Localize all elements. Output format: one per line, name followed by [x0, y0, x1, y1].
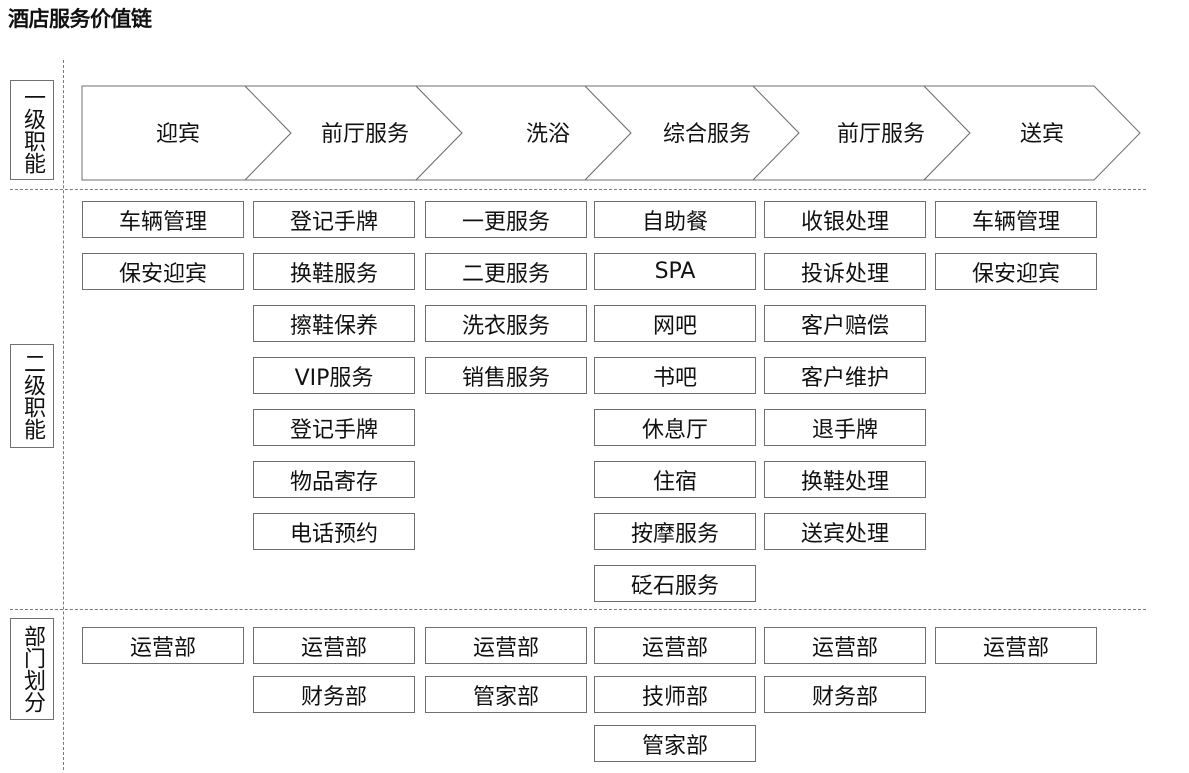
row-label-primary: 一级职能	[10, 80, 54, 180]
function-box-stage-2: 物品寄存	[253, 461, 415, 498]
function-box-stage-3: 销售服务	[425, 357, 587, 394]
function-box-stage-4: 自助餐	[594, 201, 756, 238]
function-box-stage-4: 砭石服务	[594, 565, 756, 602]
function-box-stage-3: 二更服务	[425, 253, 587, 290]
department-box-stage-4: 技师部	[594, 676, 756, 713]
function-box-stage-4: 住宿	[594, 461, 756, 498]
vertical-divider	[63, 60, 64, 770]
function-box-stage-6: 保安迎宾	[935, 253, 1097, 290]
department-box-stage-3: 运营部	[425, 627, 587, 664]
department-box-stage-6: 运营部	[935, 627, 1097, 664]
row-label-department-text: 部门划分	[20, 625, 45, 713]
department-box-stage-2: 财务部	[253, 676, 415, 713]
department-box-stage-1: 运营部	[82, 627, 244, 664]
department-box-stage-5: 财务部	[764, 676, 926, 713]
chevron-stage-label-1: 迎宾	[156, 122, 200, 147]
chevron-stage-label-3: 洗浴	[526, 122, 570, 147]
function-box-stage-2: 换鞋服务	[253, 253, 415, 290]
function-box-stage-1: 保安迎宾	[82, 253, 244, 290]
function-box-stage-6: 车辆管理	[935, 201, 1097, 238]
chevron-stage-6	[922, 85, 1141, 181]
department-box-stage-2: 运营部	[253, 627, 415, 664]
department-box-stage-4: 管家部	[594, 725, 756, 762]
function-box-stage-5: 客户维护	[764, 357, 926, 394]
chevron-stage-label-2: 前厅服务	[321, 122, 409, 147]
function-box-stage-3: 一更服务	[425, 201, 587, 238]
function-box-stage-2: 登记手牌	[253, 409, 415, 446]
function-box-stage-1: 车辆管理	[82, 201, 244, 238]
page-title: 酒店服务价值链	[8, 7, 152, 31]
function-box-stage-5: 送宾处理	[764, 513, 926, 550]
row-divider-1	[10, 189, 1146, 190]
function-box-stage-5: 客户赔偿	[764, 305, 926, 342]
row-label-secondary: 二级职能	[10, 344, 54, 448]
function-box-stage-2: 登记手牌	[253, 201, 415, 238]
row-label-department: 部门划分	[10, 618, 54, 720]
function-box-stage-2: 电话预约	[253, 513, 415, 550]
row-divider-2	[10, 609, 1146, 610]
function-box-stage-5: 退手牌	[764, 409, 926, 446]
function-box-stage-2: VIP服务	[253, 357, 415, 394]
function-box-stage-4: SPA	[594, 253, 756, 290]
department-box-stage-4: 运营部	[594, 627, 756, 664]
row-label-secondary-text: 二级职能	[20, 352, 45, 440]
chevron-stage-label-4: 综合服务	[663, 122, 751, 147]
function-box-stage-4: 休息厅	[594, 409, 756, 446]
function-box-stage-4: 按摩服务	[594, 513, 756, 550]
chevron-stage-label-6: 送宾	[1020, 122, 1064, 147]
function-box-stage-3: 洗衣服务	[425, 305, 587, 342]
function-box-stage-5: 投诉处理	[764, 253, 926, 290]
row-label-primary-text: 一级职能	[20, 86, 45, 174]
chevron-stage-label-5: 前厅服务	[837, 122, 925, 147]
function-box-stage-5: 换鞋处理	[764, 461, 926, 498]
function-box-stage-4: 书吧	[594, 357, 756, 394]
department-box-stage-3: 管家部	[425, 676, 587, 713]
department-box-stage-5: 运营部	[764, 627, 926, 664]
function-box-stage-4: 网吧	[594, 305, 756, 342]
function-box-stage-5: 收银处理	[764, 201, 926, 238]
function-box-stage-2: 擦鞋保养	[253, 305, 415, 342]
